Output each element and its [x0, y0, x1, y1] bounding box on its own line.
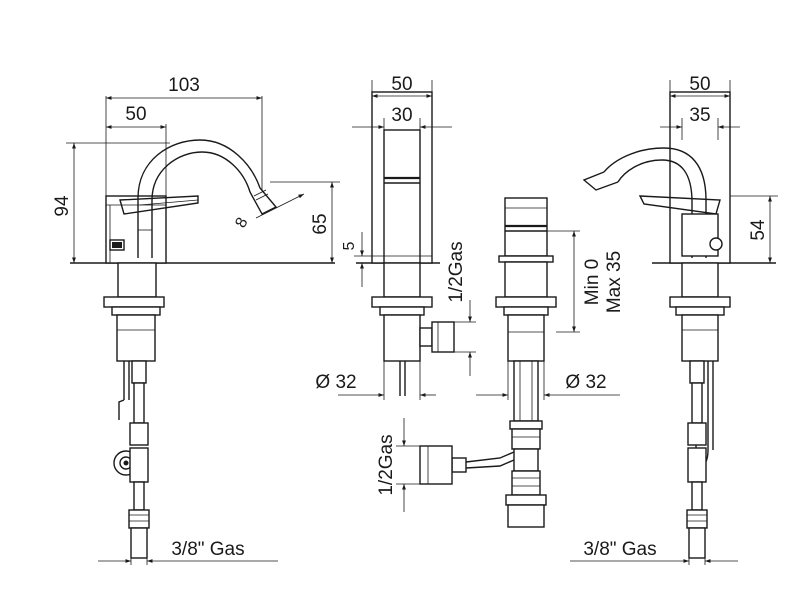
dim-mid-inlet: 1/2Gas — [446, 241, 467, 302]
dim-body-diameter: Ø 32 — [565, 372, 606, 393]
middle-front-view: 50 30 5 1/2Gas Ø 32 — [315, 74, 476, 400]
dim-left-width: 50 — [125, 104, 146, 125]
dim-right-height: 54 — [748, 219, 769, 241]
dim-mid-width: 50 — [391, 74, 412, 95]
dim-right-width: 50 — [689, 74, 710, 95]
dim-left-radius: 8 — [232, 215, 251, 231]
dim-body-inlet: 1/2Gas — [376, 434, 397, 495]
left-side-view: 103 50 94 65 8 3/8" Gas — [52, 75, 340, 565]
dim-right-hose: 3/8" Gas — [583, 539, 656, 560]
dim-body-min: Min 0 — [582, 259, 603, 305]
body-view: Min 0 Max 35 Ø 32 1/2Gas — [376, 197, 625, 528]
dim-mid-gap: 5 — [341, 241, 358, 250]
dim-left-hose: 3/8" Gas — [171, 539, 244, 560]
dim-left-length: 103 — [168, 75, 200, 96]
dim-mid-diameter: Ø 32 — [315, 372, 356, 393]
right-side-view: 50 35 54 3/8" Gas — [570, 74, 778, 565]
dim-body-max: Max 35 — [604, 251, 625, 313]
dim-mid-inner-width: 30 — [391, 105, 412, 126]
dim-left-height: 94 — [52, 195, 73, 217]
dim-left-spout-height: 65 — [310, 213, 331, 234]
dim-right-inner-width: 35 — [689, 105, 710, 126]
